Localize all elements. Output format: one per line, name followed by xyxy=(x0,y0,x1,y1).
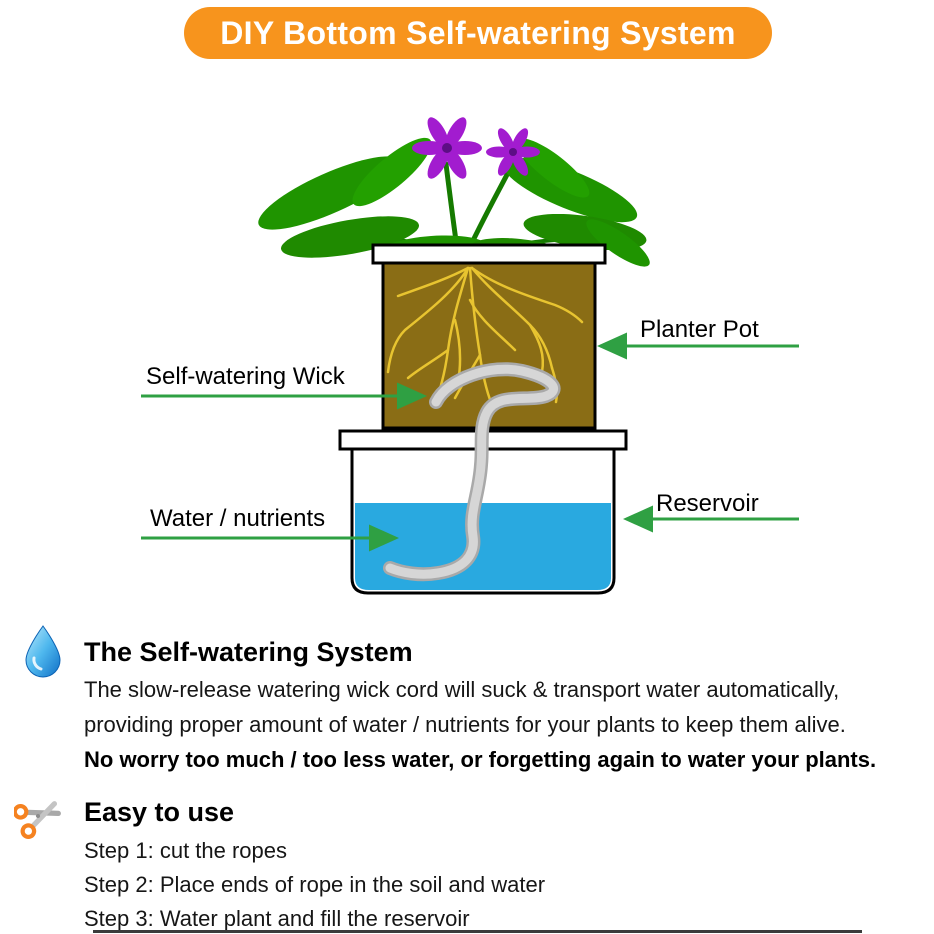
scissors-icon xyxy=(12,792,62,845)
step-item-3: Step 3: Water plant and fill the reservo… xyxy=(84,906,470,931)
reservoir-graphic xyxy=(338,429,628,595)
label-planter-pot: Planter Pot xyxy=(640,316,759,343)
wick-cord-graphic xyxy=(383,362,561,582)
plant-illustration xyxy=(258,117,650,267)
label-reservoir: Reservoir xyxy=(656,490,759,517)
system-heading: The Self-watering System xyxy=(84,637,413,667)
flower-right xyxy=(486,128,540,176)
usage-heading: Easy to use xyxy=(84,797,235,827)
system-description-line2: providing proper amount of water / nutri… xyxy=(84,712,846,737)
label-water-nutrients: Water / nutrients xyxy=(150,505,326,532)
title-banner: DIY Bottom Self-watering System xyxy=(184,7,772,59)
system-description-line1: The slow-release watering wick cord will… xyxy=(84,677,840,702)
self-watering-diagram xyxy=(141,117,799,595)
water-fill-graphic xyxy=(355,503,611,590)
roots-graphic xyxy=(386,266,584,407)
flower-left xyxy=(412,117,482,179)
step-item-2: Step 2: Place ends of rope in the soil a… xyxy=(84,872,546,897)
page-title: DIY Bottom Self-watering System xyxy=(220,14,736,51)
bottom-edge-line xyxy=(93,930,862,933)
system-warning-line: No worry too much / too less water, or f… xyxy=(84,747,877,772)
step-item-1: Step 1: cut the ropes xyxy=(84,838,288,863)
label-self-watering-wick: Self-watering Wick xyxy=(146,363,345,390)
label-arrows xyxy=(141,332,799,552)
water-drop-icon xyxy=(22,624,64,683)
